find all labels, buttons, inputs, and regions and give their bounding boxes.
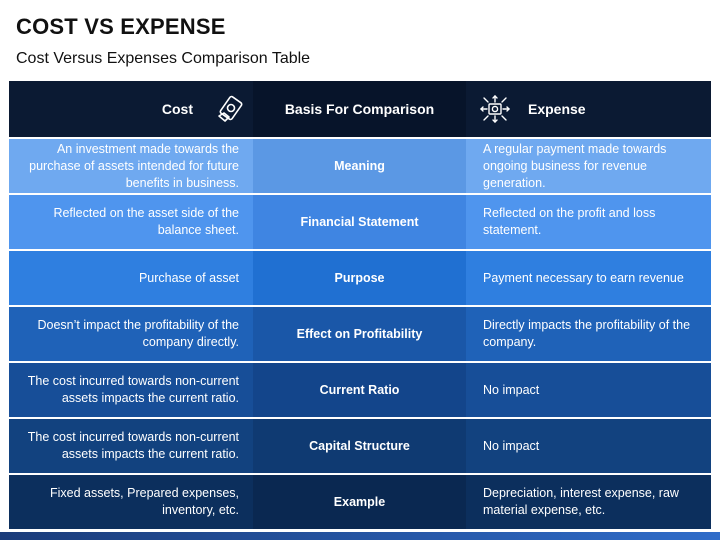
basis-cell: Meaning xyxy=(253,139,466,193)
table-header: Cost Basis For Comparison xyxy=(9,81,711,137)
expense-cell: A regular payment made towards ongoing b… xyxy=(466,139,711,193)
page-subtitle: Cost Versus Expenses Comparison Table xyxy=(16,50,311,67)
table-row: The cost incurred towards non-current as… xyxy=(9,363,711,417)
expense-cell: Directly impacts the profitability of th… xyxy=(466,307,711,361)
money-hand-icon xyxy=(214,93,246,125)
header-basis: Basis For Comparison xyxy=(284,101,435,117)
expense-cell: Payment necessary to earn revenue xyxy=(466,251,711,305)
expense-cell: No impact xyxy=(466,363,711,417)
bottom-accent-bar xyxy=(0,532,720,540)
table-row: The cost incurred towards non-current as… xyxy=(9,419,711,473)
table-row: Purchase of asset Purpose Payment necess… xyxy=(9,251,711,305)
basis-cell: Capital Structure xyxy=(253,419,466,473)
cost-cell: The cost incurred towards non-current as… xyxy=(9,419,253,473)
comparison-table: Cost Basis For Comparison xyxy=(9,81,711,529)
basis-cell: Current Ratio xyxy=(253,363,466,417)
header-expense: Expense xyxy=(528,101,586,117)
table-row: Reflected on the asset side of the balan… xyxy=(9,195,711,249)
expense-cell: Depreciation, interest expense, raw mate… xyxy=(466,475,711,529)
cost-cell: The cost incurred towards non-current as… xyxy=(9,363,253,417)
dollar-arrows-icon xyxy=(479,93,511,125)
expense-cell: Reflected on the profit and loss stateme… xyxy=(466,195,711,249)
cost-cell: Fixed assets, Prepared expenses, invento… xyxy=(9,475,253,529)
cost-cell: Purchase of asset xyxy=(9,251,253,305)
basis-cell: Effect on Profitability xyxy=(253,307,466,361)
page-title: COST VS EXPENSE xyxy=(16,14,226,39)
table-row: Fixed assets, Prepared expenses, invento… xyxy=(9,475,711,529)
basis-cell: Financial Statement xyxy=(253,195,466,249)
basis-cell: Example xyxy=(253,475,466,529)
table-row: Doesn’t impact the profitability of the … xyxy=(9,307,711,361)
table-row: An investment made towards the purchase … xyxy=(9,139,711,193)
cost-cell: Reflected on the asset side of the balan… xyxy=(9,195,253,249)
header-cost: Cost xyxy=(161,101,193,117)
basis-cell: Purpose xyxy=(253,251,466,305)
cost-cell: Doesn’t impact the profitability of the … xyxy=(9,307,253,361)
cost-cell: An investment made towards the purchase … xyxy=(9,139,253,193)
expense-cell: No impact xyxy=(466,419,711,473)
header-mid-band xyxy=(253,81,466,137)
